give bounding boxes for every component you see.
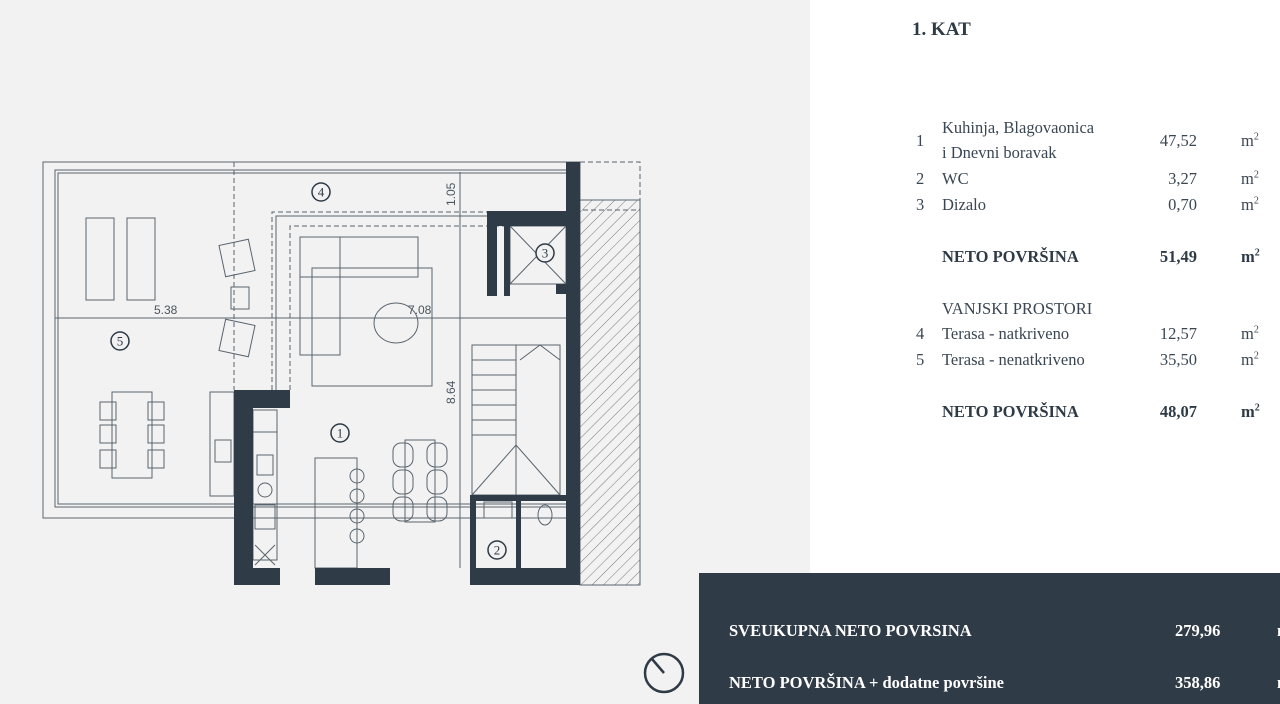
summary-row-total: SVEUKUPNA NETO POVRSINA 279,96 m2 (729, 621, 1280, 641)
unit: m (1277, 621, 1280, 640)
room-area: 12,57 (1159, 324, 1197, 343)
neighbor-hatched-area (579, 199, 641, 586)
room-area: 47,52 (1159, 131, 1197, 150)
unit-sup: 2 (1253, 350, 1259, 362)
dimension-interior-width: 7.08 (408, 303, 432, 317)
summary-area: 279,96 (1175, 621, 1221, 640)
unit: m (1241, 350, 1254, 369)
summary-label: NETO POVRŠINA + dodatne površine (729, 673, 1004, 692)
room-name: Dizalo (942, 195, 986, 214)
net-total-label: NETO POVRŠINA (942, 402, 1079, 421)
room-number: 1 (916, 131, 925, 150)
room-marker-1: 1 (337, 426, 344, 441)
room-name: Terasa - nenatkriveno (942, 350, 1085, 369)
unit-sup: 2 (1253, 195, 1259, 207)
floor-plan-area: 5.38 7.08 1.05 8.64 1 2 3 4 5 (0, 0, 810, 704)
unit: m (1241, 131, 1254, 150)
unit: m (1241, 195, 1254, 214)
summary-label: SVEUKUPNA NETO POVRSINA (729, 621, 972, 640)
room-name: Kuhinja, Blagovaonica (942, 118, 1095, 137)
dimension-covered-depth: 1.05 (444, 182, 458, 206)
summary-row-additional: NETO POVRŠINA + dodatne površine 358,86 … (729, 673, 1280, 693)
dimension-terrace-width: 5.38 (154, 303, 178, 317)
room-number: 5 (916, 350, 925, 369)
room-marker-2: 2 (494, 543, 501, 558)
room-row-2: 2 WC 3,27 m2 (900, 169, 1270, 195)
room-name-line2: i Dnevni boravak (942, 143, 1057, 162)
unit: m (1241, 324, 1254, 343)
unit-sup: 2 (1253, 169, 1259, 181)
room-name: Terasa - natkriveno (942, 324, 1070, 343)
north-arrow-icon (643, 652, 685, 694)
room-area: 0,70 (1168, 195, 1197, 214)
room-number: 3 (916, 195, 925, 214)
net-total-area: 51,49 (1159, 247, 1197, 266)
unit-sup: 2 (1253, 131, 1259, 143)
net-total-area: 48,07 (1159, 402, 1197, 421)
unit: m (1241, 169, 1254, 188)
floor-title: 1. KAT (912, 19, 971, 40)
unit: m (1277, 673, 1280, 692)
floor-plan: 5.38 7.08 1.05 8.64 1 2 3 4 5 (42, 161, 685, 694)
outdoor-row-5: 5 Terasa - nenatkriveno 35,50 m2 (900, 350, 1270, 376)
unit-sup: 2 (1253, 324, 1259, 336)
room-area: 3,27 (1168, 169, 1197, 188)
unit: m (1241, 402, 1255, 421)
dimension-interior-depth: 8.64 (444, 380, 458, 404)
net-total-row-1: NETO POVRŠINA 51,49 m2 (900, 247, 1270, 273)
unit-sup: 2 (1254, 402, 1260, 414)
room-row-1: 1 Kuhinja, Blagovaonica i Dnevni boravak… (900, 118, 1270, 162)
unit: m (1241, 247, 1255, 266)
unit-sup: 2 (1254, 247, 1260, 259)
room-name: WC (942, 169, 969, 188)
room-marker-3: 3 (542, 246, 549, 261)
outdoor-heading: VANJSKI PROSTORI (942, 299, 1093, 318)
net-total-row-2: NETO POVRŠINA 48,07 m2 (900, 402, 1270, 428)
net-total-label: NETO POVRŠINA (942, 247, 1079, 266)
room-area: 35,50 (1159, 350, 1197, 369)
outdoor-heading-row: VANJSKI PROSTORI (900, 299, 1270, 325)
room-row-3: 3 Dizalo 0,70 m2 (900, 195, 1270, 221)
room-marker-5: 5 (117, 334, 124, 349)
outdoor-row-4: 4 Terasa - natkriveno 12,57 m2 (900, 324, 1270, 350)
summary-panel: SVEUKUPNA NETO POVRSINA 279,96 m2 NETO P… (699, 573, 1280, 704)
room-marker-4: 4 (318, 185, 325, 200)
room-number: 4 (916, 324, 925, 343)
summary-area: 358,86 (1175, 673, 1221, 692)
walls (234, 162, 580, 585)
room-number: 2 (916, 169, 925, 188)
